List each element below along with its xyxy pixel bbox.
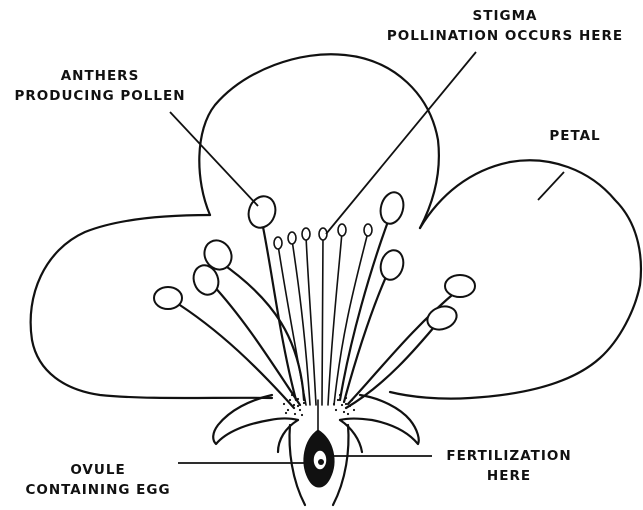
anthers-leader	[170, 112, 258, 206]
fertilization-label-line2: HERE	[434, 466, 584, 486]
stigma-label: STIGMA POLLINATION OCCURS HERE	[372, 6, 638, 46]
stigma-label-line1: STIGMA	[372, 6, 638, 26]
left-sepal	[213, 395, 298, 444]
fertilization-label-line1: FERTILIZATION	[434, 446, 584, 466]
anthers-label-line2: PRODUCING POLLEN	[4, 86, 196, 106]
anthers-label: ANTHERS PRODUCING POLLEN	[4, 66, 196, 106]
petal-label-line1: PETAL	[540, 126, 610, 146]
right-petal	[390, 160, 641, 398]
egg-shape	[318, 459, 324, 465]
anthers-label-line1: ANTHERS	[4, 66, 196, 86]
ovule-label-line1: OVULE	[16, 460, 180, 480]
left-sepal-inner	[278, 420, 298, 452]
ovule-label-line2: CONTAINING EGG	[16, 480, 180, 500]
petal-label: PETAL	[540, 126, 610, 146]
right-sepal-inner	[340, 420, 362, 452]
stigma-label-line2: POLLINATION OCCURS HERE	[372, 26, 638, 46]
right-sepal	[340, 395, 419, 444]
fertilization-label: FERTILIZATION HERE	[434, 446, 584, 486]
ovule-label: OVULE CONTAINING EGG	[16, 460, 180, 500]
left-petal	[31, 215, 272, 398]
petal-leader	[538, 172, 564, 200]
